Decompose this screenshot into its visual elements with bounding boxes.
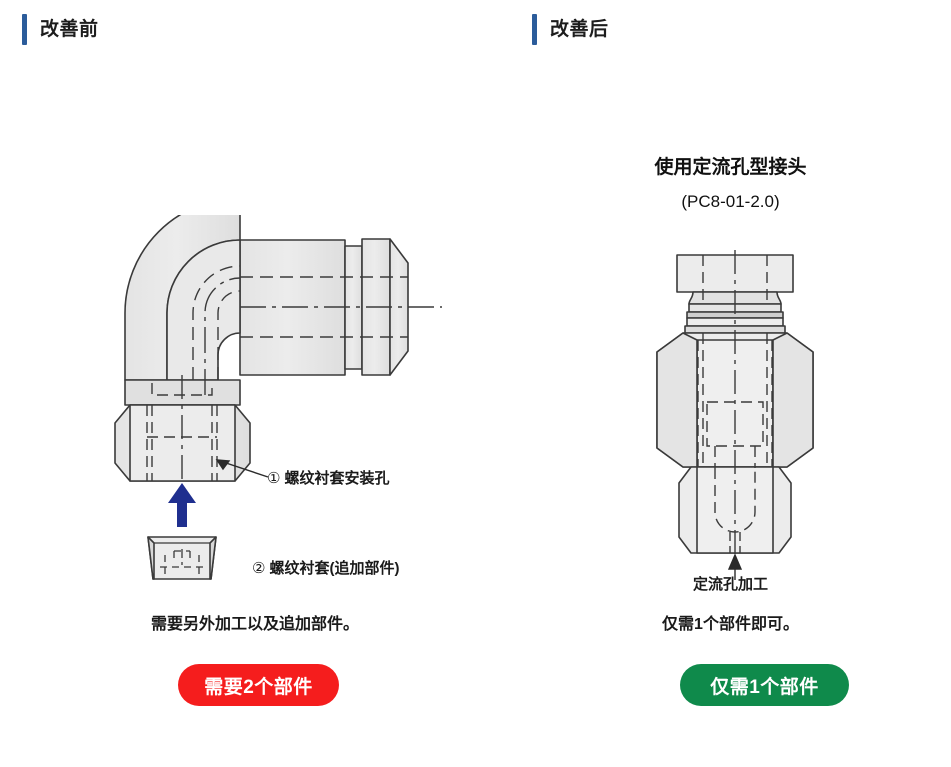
before-parts-badge: 需要2个部件	[178, 664, 339, 706]
orifice-pointer-icon	[727, 553, 743, 580]
before-panel: 改善前	[22, 14, 510, 706]
after-section-heading: 改善后	[532, 14, 609, 45]
callout-2-label: 螺纹衬套(追加部件)	[269, 560, 400, 577]
before-summary-text: 需要另外加工以及追加部件。	[150, 616, 359, 633]
before-section-heading: 改善前	[22, 14, 99, 45]
after-heading-text: 改善后	[550, 19, 609, 40]
callout-1-number: ①	[267, 470, 281, 487]
accent-bar-icon	[22, 14, 27, 45]
after-panel: 改善后 使用定流孔型接头 (PC8-01-2.0)	[510, 0, 951, 767]
accent-bar-icon	[532, 14, 537, 45]
after-summary-text: 仅需1个部件即可。	[662, 616, 799, 633]
elbow-fitting-drawing	[90, 197, 510, 600]
orifice-machining-label: 定流孔加工	[692, 576, 768, 593]
before-heading-text: 改善前	[40, 19, 99, 40]
after-parts-badge: 仅需1个部件	[680, 664, 849, 706]
after-fitting-title: 使用定流孔型接头	[654, 157, 807, 178]
orifice-fitting-drawing	[635, 240, 835, 585]
callout-1-label: 螺纹衬套安装孔	[284, 470, 390, 487]
after-fitting-model: (PC8-01-2.0)	[681, 192, 780, 211]
callout-2-number: ②	[252, 560, 266, 577]
insert-arrow-icon	[168, 483, 196, 527]
